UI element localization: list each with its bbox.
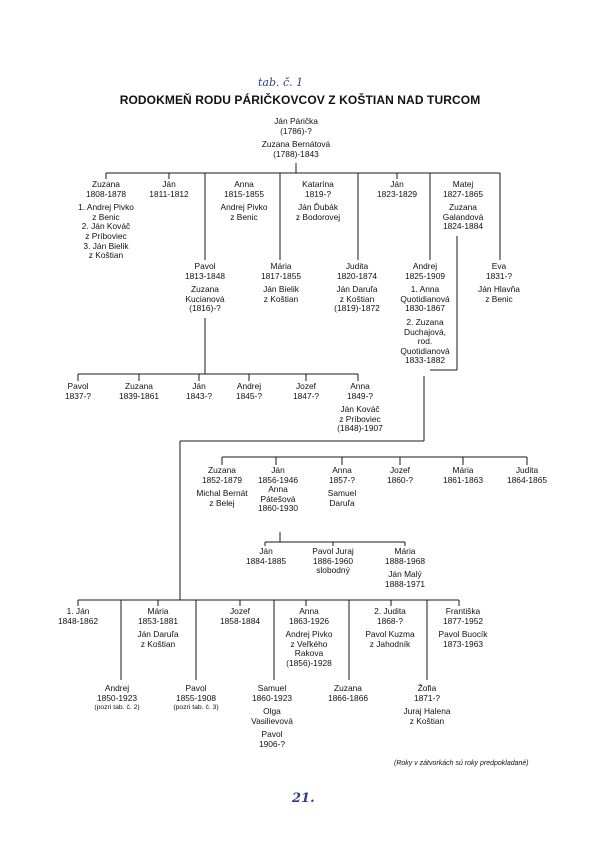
footnote: (Roky v zátvorkách sú roky predpokladané… <box>394 760 529 767</box>
page-number: 21. <box>292 791 315 806</box>
tab-mark: tab. č. 1 <box>258 76 304 89</box>
root-couple: Ján Párička(1786)-? Zuzana Bernátová(178… <box>260 116 332 160</box>
page-title: RODOKMEŇ RODU PÁRIČKOVCOV Z KOŠTIAN NAD … <box>119 93 481 107</box>
